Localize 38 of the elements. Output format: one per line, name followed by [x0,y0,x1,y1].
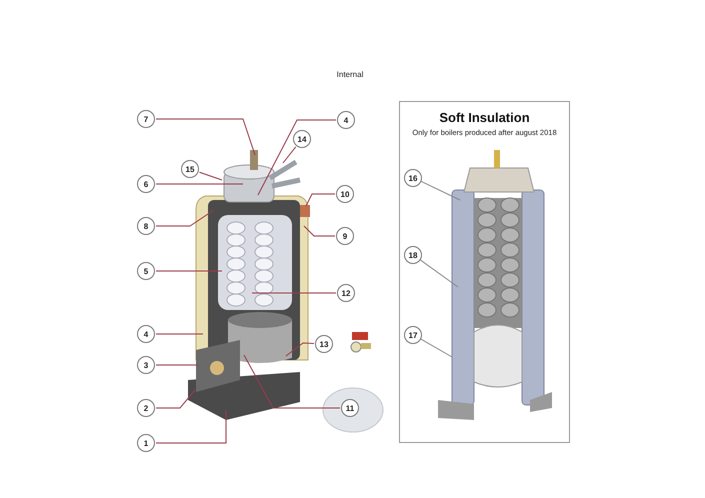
callout-number: 10 [336,185,354,203]
callout-number: 1 [137,434,155,452]
callout-number: 7 [137,110,155,128]
panel-heading: Soft Insulation [438,110,531,125]
leader-line [258,120,336,196]
callout-number: 13 [315,335,333,353]
leader-line [306,194,336,206]
callout-number: 3 [137,356,155,374]
callout-number: 6 [137,175,155,193]
callout-number: 2 [137,399,155,417]
leader-line [420,180,460,200]
leader-line [156,364,198,366]
leader-line [286,342,314,356]
callout-number: 8 [137,217,155,235]
leader-line [304,226,336,236]
callout-number: 16 [404,169,422,187]
leader-line [282,146,296,164]
leader-line [198,172,222,180]
leader-line [156,410,226,444]
leader-line [156,390,196,408]
callout-number: 5 [137,262,155,280]
leader-line [156,270,222,272]
leader-line [252,292,336,294]
diagram-title: Internal [336,70,364,79]
callout-number: 9 [336,227,354,245]
callout-number: 17 [404,326,422,344]
callout-number: 12 [337,284,355,302]
info-panel [399,101,570,443]
leader-line [156,118,256,156]
callout-number: 15 [181,160,199,178]
callout-number: 4 [337,111,355,129]
leader-line [244,354,340,408]
callout-number: 18 [404,246,422,264]
callout-number: 4 [137,325,155,343]
leader-line [156,210,214,226]
leader-line [420,259,458,288]
leader-line [420,338,452,358]
callout-number: 14 [293,130,311,148]
